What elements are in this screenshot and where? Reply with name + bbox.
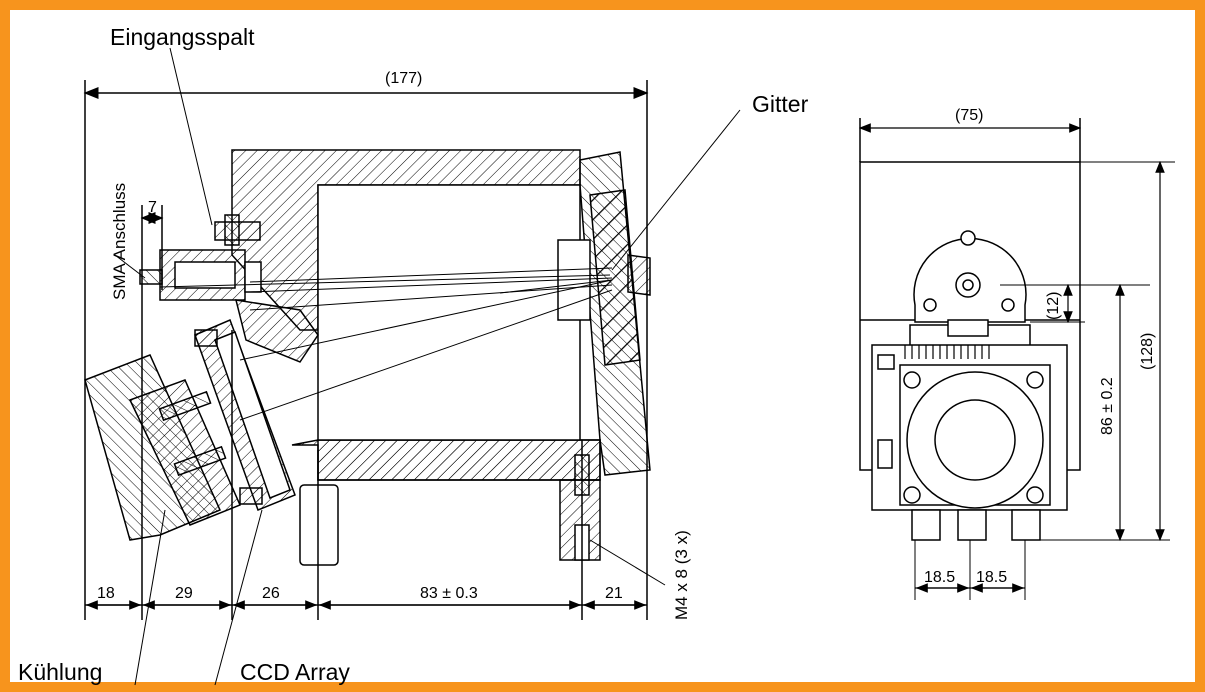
- housing-bottom-wall-2: [317, 439, 601, 481]
- label-ccd-array: CCD Array: [240, 659, 350, 685]
- grating-body: [589, 189, 641, 366]
- slit-lens: [244, 261, 262, 293]
- label-m4: M4 x 8 (3 x): [672, 530, 691, 620]
- dim-pitch-a: 18.5: [924, 569, 955, 586]
- sma-inner: [174, 261, 236, 289]
- light-rays: [159, 267, 613, 421]
- leader-ccd: [214, 509, 263, 686]
- dim-height-128: (128): [1139, 333, 1156, 370]
- label-eingangsspalt: Eingangsspalt: [110, 24, 255, 50]
- dim-overall-width: (177): [385, 70, 422, 87]
- fan-fins: [904, 345, 990, 359]
- dim-height-12: (12): [1045, 292, 1062, 320]
- ccd-window: [214, 331, 291, 499]
- leader-sma: [114, 254, 146, 279]
- housing-wedge: [234, 299, 319, 363]
- leader-kuehlung: [134, 509, 166, 686]
- spectrometer-front-view: [858, 118, 1175, 600]
- connector-1: [911, 509, 941, 541]
- dim-height-86: 86 ± 0.2: [1099, 377, 1116, 435]
- connector-2: [957, 509, 987, 541]
- dim-21: 21: [605, 585, 623, 602]
- foot-left: [299, 484, 339, 566]
- label-sma-anschluss: SMA Anschluss: [110, 183, 129, 300]
- dim-pitch-b: 18.5: [976, 569, 1007, 586]
- ccd-screws: [158, 329, 263, 505]
- connector-3: [1011, 509, 1041, 541]
- dim-83: 83 ± 0.3: [420, 585, 478, 602]
- dim-26: 26: [262, 585, 280, 602]
- label-kuehlung: Kühlung: [18, 659, 102, 685]
- inner-chamber: [317, 184, 581, 441]
- dim-29: 29: [175, 585, 193, 602]
- cooler-fins: [128, 379, 241, 526]
- spectrometer-section-view: [83, 47, 741, 686]
- dim-side-width: (75): [955, 107, 983, 124]
- grating-mount: [627, 254, 651, 296]
- slit-screw: [224, 214, 240, 246]
- label-gitter: Gitter: [752, 91, 809, 117]
- ccd-ring-inner: [934, 399, 1016, 481]
- dim-sma-offset: 7: [148, 199, 157, 216]
- leader-gitter: [611, 109, 741, 271]
- leader-eingangsspalt: [169, 47, 213, 226]
- leader-m4: [589, 539, 666, 586]
- dim-18: 18: [97, 585, 115, 602]
